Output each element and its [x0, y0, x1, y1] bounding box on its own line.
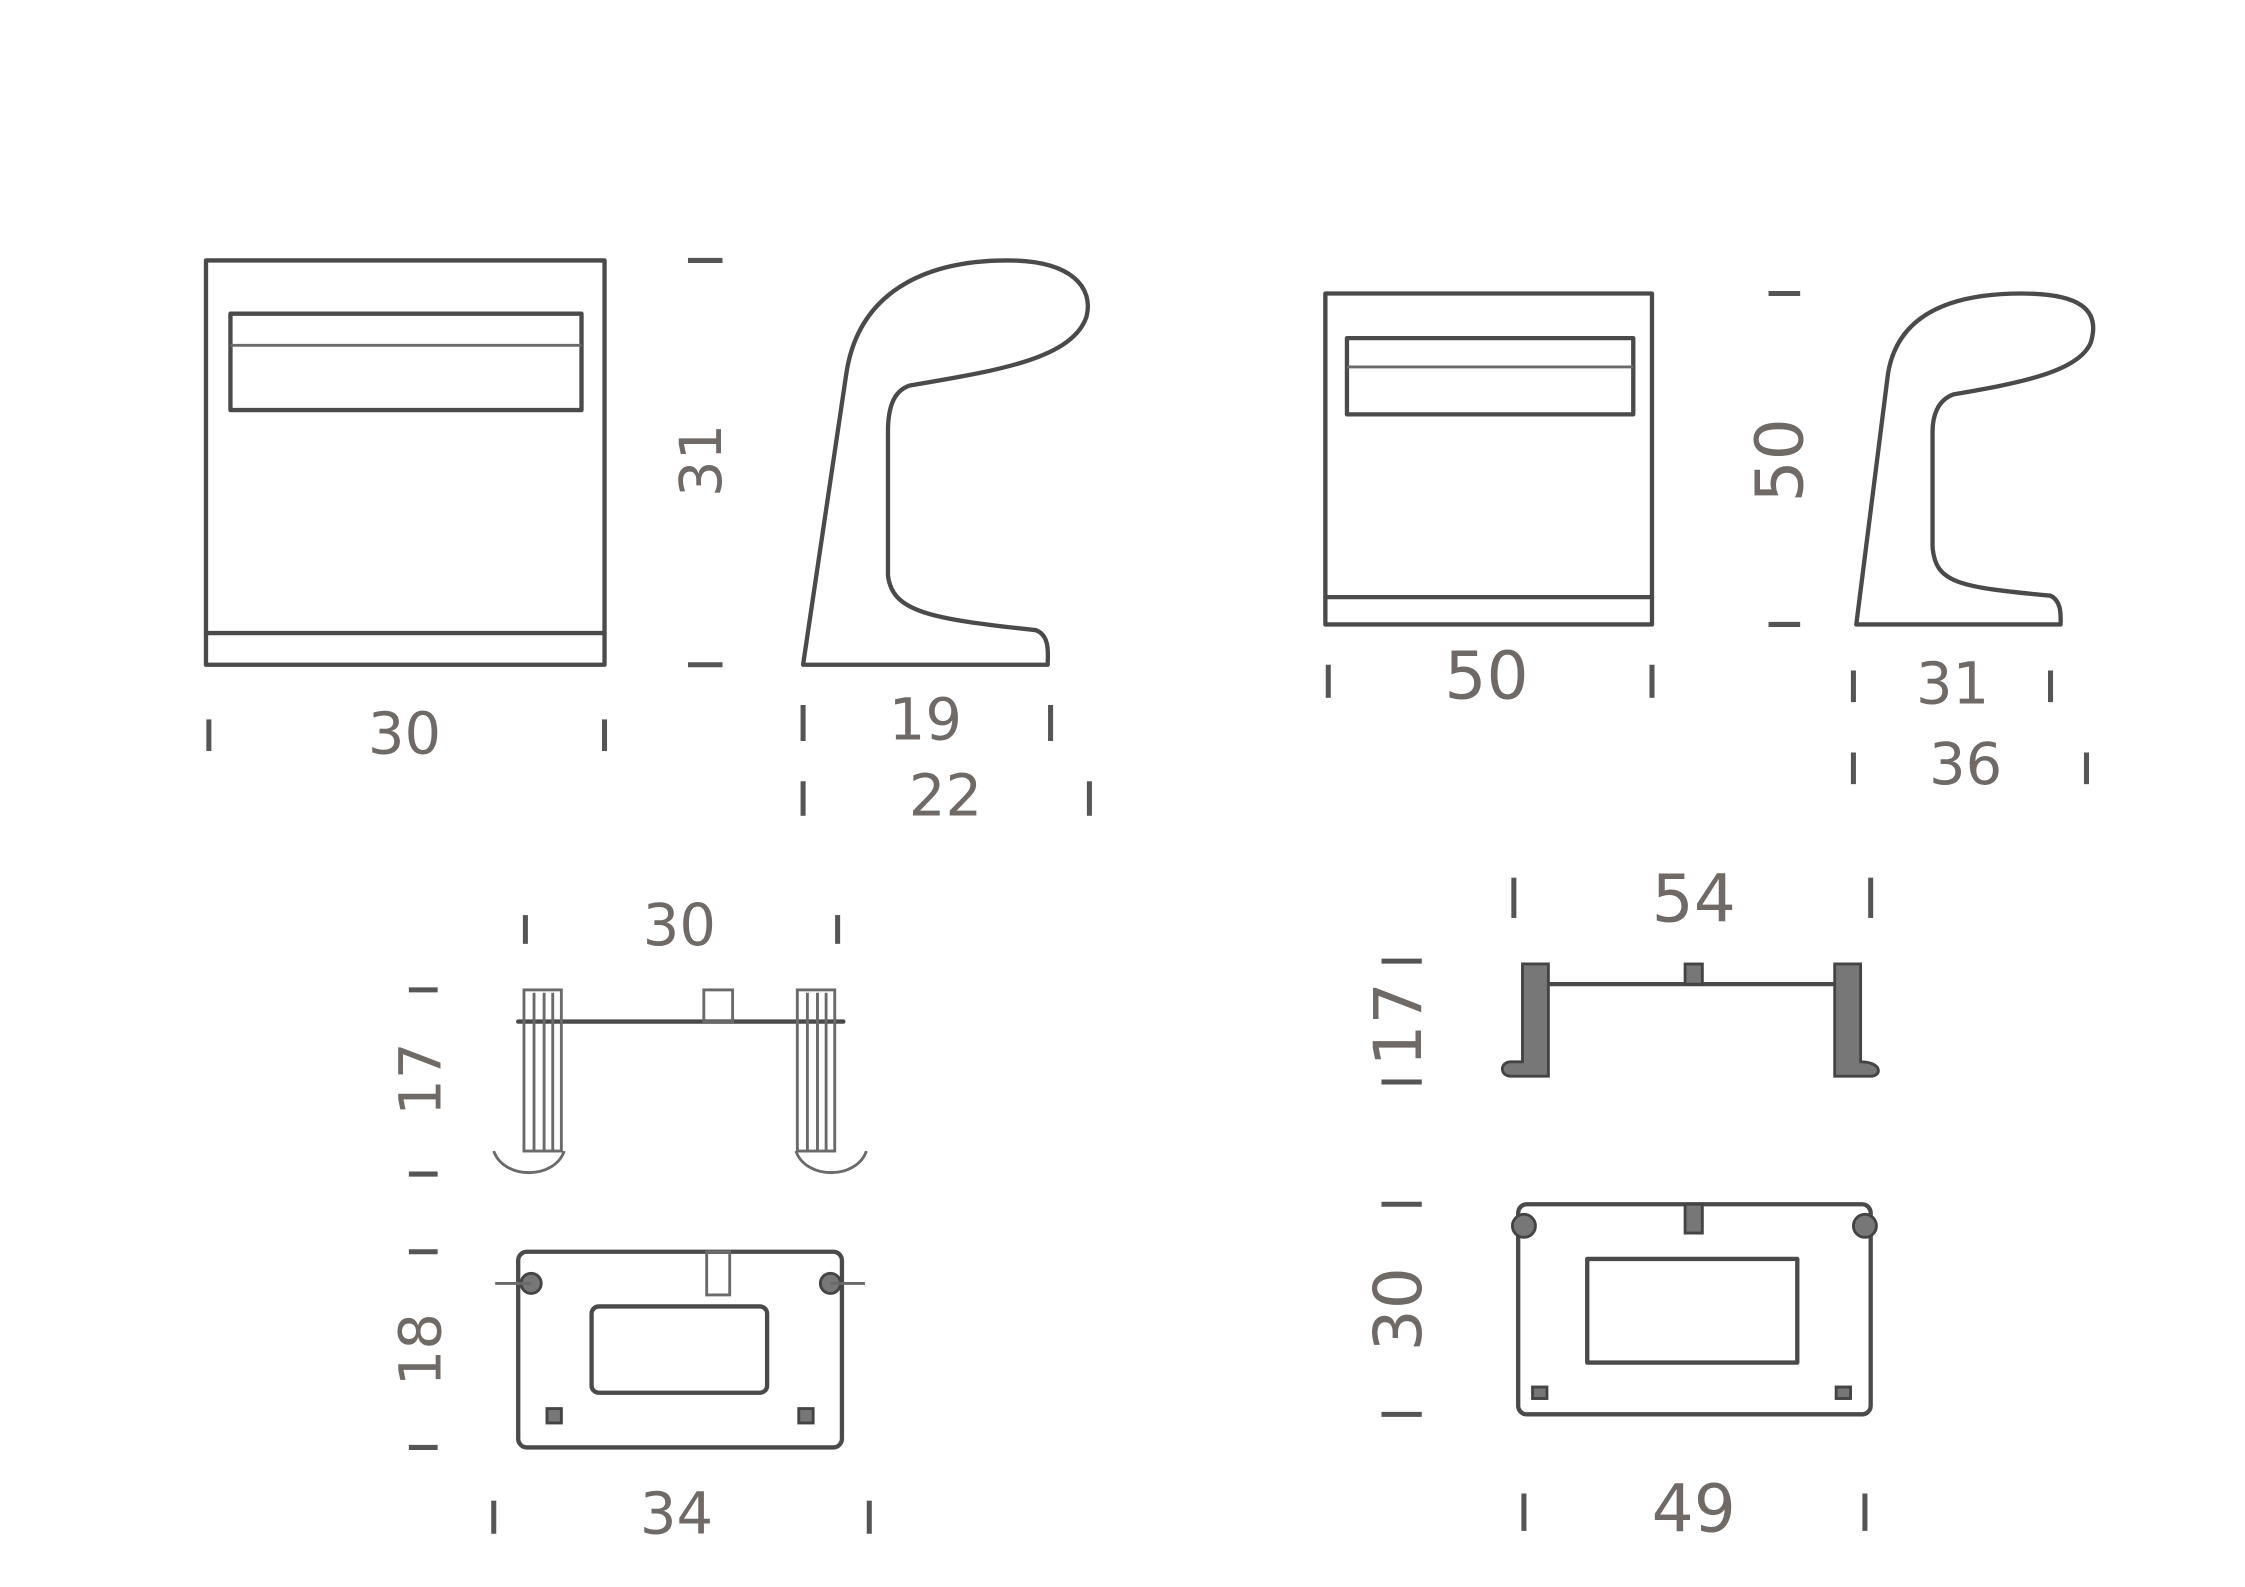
right-top-view: 54 17	[1360, 861, 1880, 1085]
right-plan-depth-label: 30	[1360, 1267, 1437, 1351]
left-side-depth-base-label: 19	[889, 686, 962, 753]
right-side-depth-dimensions: 31 36	[1850, 650, 2090, 798]
left-top-width-label: 30	[643, 892, 716, 959]
right-height-label: 50	[1741, 418, 1818, 502]
left-top-height-label: 17	[387, 1042, 454, 1115]
right-side-profile	[1854, 291, 2096, 627]
left-side-depth-total-label: 22	[909, 763, 982, 830]
left-top-view: 30 17	[387, 892, 868, 1177]
left-front-width-dimension: 30	[206, 701, 608, 768]
left-model: 31 30 19 22 30	[203, 257, 1092, 1548]
left-side-profile	[800, 258, 1090, 667]
left-side-depth-dimensions: 19 22	[800, 686, 1092, 830]
right-leg	[794, 988, 868, 1174]
right-model: 50 50 31 36 54 17	[1323, 290, 2096, 1548]
right-top-width-label: 54	[1652, 861, 1736, 938]
left-front-width-label: 30	[368, 701, 441, 768]
right-leg	[1833, 962, 1880, 1078]
right-top-height-label: 17	[1360, 982, 1437, 1066]
right-front-width-label: 50	[1444, 638, 1528, 715]
left-plan-depth-label: 18	[387, 1313, 454, 1386]
right-side-depth-base-label: 31	[1916, 650, 1989, 717]
right-plan-view: 30 49	[1360, 1201, 1878, 1548]
right-height-dimension: 50	[1741, 290, 1818, 627]
left-plan-view: 18 34	[387, 1249, 872, 1548]
left-height-label: 31	[668, 424, 735, 497]
right-front-width-dimension: 50	[1325, 638, 1655, 715]
left-plan-width-label: 34	[640, 1481, 713, 1548]
left-height-dimension: 31	[668, 257, 735, 668]
left-leg	[1500, 962, 1550, 1078]
right-front-view	[1323, 291, 1655, 627]
right-plan-width-label: 49	[1652, 1471, 1736, 1548]
left-leg	[492, 988, 566, 1174]
left-front-view	[203, 258, 607, 667]
right-side-depth-total-label: 36	[1929, 731, 2002, 798]
